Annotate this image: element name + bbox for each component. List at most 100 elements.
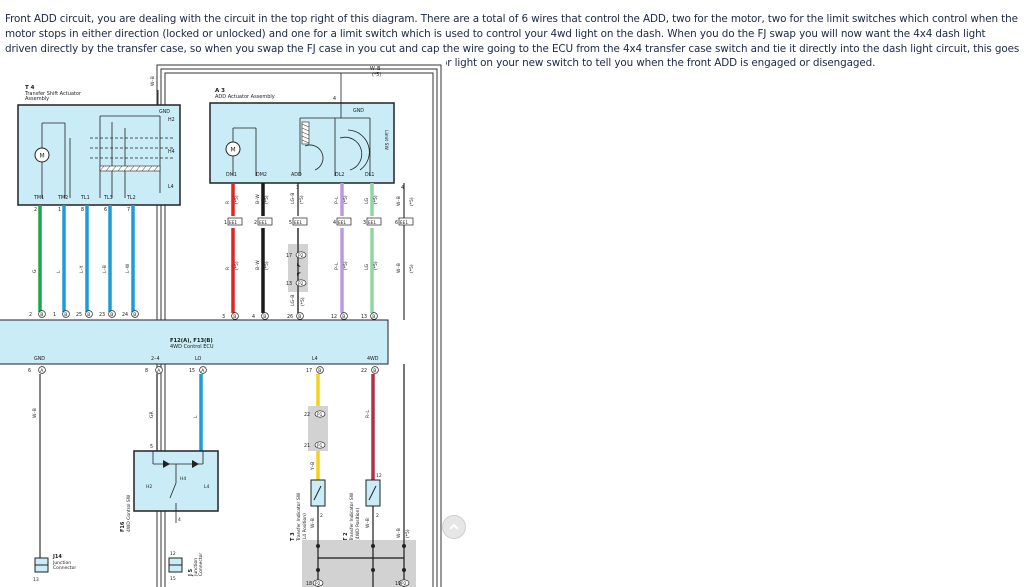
a3-pin-label-1: DM2 [256,172,267,178]
yb-splice-pin-a-num: 22 [304,412,310,418]
ecu-top-pin-a3-1-letter: B [263,314,266,320]
a3-motor-label: M [231,147,236,154]
splice-pin-a-num: 17 [286,253,292,259]
ecu-bottom-wire-color-0: W–B [32,408,38,418]
yb-splice-pin-a-tag: P1 [317,412,323,418]
t4-gnd-label: GND [159,109,170,115]
a3-gnd-wire-color: W–B [396,263,402,273]
a3-gnd-wire-color-upper: W–B [396,196,402,206]
wiring-diagram: T 4 Transfer Shift Actuator Assembly W–B… [0,64,442,587]
ecu-top-pin-4-letter: B [133,312,136,318]
j5-name-1: Junction [193,558,199,577]
top-wire-code: (*5) [372,72,381,78]
t4-id: T 4 [25,85,35,91]
right-wire-code: (*5) [405,529,411,538]
t4-pin-group: TM12G2BTM1TM21L1BTM2TL18L–Y25BTL1TL36L–B… [29,195,139,328]
splice-wire-code: (*5) [300,297,306,306]
ecu-top-pin-3 [108,310,116,318]
a3-wire-color-upper-1: B–W [255,194,261,204]
ecu-bottom-pin-1 [155,366,163,374]
a3-wire-code-upper-2: (*5) [299,195,305,204]
ecu-bottom-pin-2-letter: A [201,368,205,374]
4wd-control-ecu: F12(A), F13(B) 4WD Control ECU [0,319,389,365]
ee-pin-num-0: 1 [224,220,227,226]
ecu-top-pin-a3-1 [261,312,269,320]
a3-wire-color-upper-3: P–L [334,196,340,204]
ecu-bottom-label-3: L4 [312,356,318,362]
t4-transfer-shift-actuator: T 4 Transfer Shift Actuator Assembly W–B… [17,76,181,206]
a3-wire-code-upper-1: (*5) [264,195,270,204]
bottom-splice-region [302,540,416,587]
ecu-bottom-pin-0-letter: A [40,368,44,374]
a3-gnd-wire-code-upper: (*5) [409,197,415,206]
ecu-bottom-num-1: 8 [145,368,148,374]
ee-pin-num-2: 5 [289,220,292,226]
ecu-bottom-pin-group: GND6AW–B2–48AGRLO15ALL417BY–B4WD22BR–L22… [28,356,379,558]
t4-wire-color-1: L [56,270,62,273]
ecu-bottom-label-1: 2–4 [151,356,160,362]
ecu-top-pin-a3-3-letter: B [342,314,345,320]
ecu-top-pin-0-letter: B [40,312,43,318]
right-wire-label: W–B [396,528,402,538]
t4-pin-num-3: 6 [104,207,107,213]
a3-wire-color-3: P–L [334,262,340,270]
ecu-top-pin-a3-0 [231,312,239,320]
bottom-dot-5 [402,568,406,572]
t4-wire-color-4: L–W [125,263,131,273]
splice-pin-a [295,251,307,259]
splice-arrows [297,263,301,276]
a3-wire-color-upper-0: R [225,201,231,204]
a3-pin-label-2: ADD [291,172,302,178]
ee-connector-0 [227,217,243,226]
bottom-pin-left: 18 [306,581,312,587]
splice-pin-b-num: 13 [286,281,292,287]
ee-pin-num-gnd: 6 [395,220,398,226]
ecu-bottom-pin-1-letter: A [157,368,161,374]
ecu-subtitle: 4WD Control ECU [170,344,214,350]
t3-name-2: (L4 Position) [302,513,308,541]
t3-name-1: Transfer Indicator SW [296,492,302,542]
a3-gnd-pin-num: 4 [401,185,404,191]
ecu-top-pin-1-letter: B [64,312,67,318]
ecu-top-pin-num-0: 2 [29,312,32,318]
a3-wire-code-4: (*5) [373,261,379,270]
yb-splice-pin-b [314,441,326,449]
ecu-top-pin-num-a3-4: 13 [361,314,367,320]
yb-splice-pin-a [314,410,326,418]
j14-name-1: Junction [52,560,71,566]
ecu-top-pin-num-a3-1: 4 [252,314,255,320]
j14-name-2: Connector [53,565,76,571]
t4-wire-color-0: G [32,269,38,273]
a3-wire-code-0: (*5) [234,261,240,270]
t2-name-1: Transfer Indicator SW [349,492,355,542]
scroll-to-top-button[interactable] [442,515,466,539]
ee-pin-num-3: 4 [333,220,336,226]
yb-lower-wire-color: Y–B [310,462,316,471]
ecu-bottom-wire-color-4: R–L [365,410,371,418]
ecu-top-pin-4 [131,310,139,318]
a3-add-actuator-assembly: A 3 ADD Actuator Assembly GND W–B (*5) 4… [209,66,395,184]
ecu-top-pin-num-a3-2: 26 [287,314,293,320]
ecu-bottom-label-4: 4WD [367,356,379,362]
ecu-top-pin-num-a3-3: 12 [331,314,337,320]
a3-id: A 3 [215,88,225,94]
t4-pin-num-1: 1 [58,207,61,213]
ecu-bottom-label-2: LO [195,356,202,362]
t4-wire-color-2: L–Y [79,265,85,273]
ecu-top-pin-0 [38,310,46,318]
t3-id: T 3 [290,532,296,541]
t2-id: T 2 [343,532,349,541]
bottom-dot-1 [371,544,375,548]
bottom-pin-left-tag: P2 [315,581,321,587]
ee-pin-num-4: 3 [363,220,366,226]
ecu-bottom-pin-3 [316,366,324,374]
ee-pin-num-1: 2 [254,220,257,226]
a3-wire-color-1: B–W [255,260,261,270]
ecu-top-pin-a3-3 [340,312,348,320]
bottom-pin-right-tag: P2 [401,581,407,587]
yb-splice-pin-b-tag: P1 [317,443,323,449]
t4-pin-label-4: TL2 [126,195,136,201]
ecu-top-pin-num-a3-0: 3 [222,314,225,320]
f16-4wd-control-switch: 5 F16 4WD Control SW H2 H4 L4 4 [120,444,219,532]
t3-indicator-switch: T 3 Transfer Indicator SW (L4 Position) … [290,479,326,542]
